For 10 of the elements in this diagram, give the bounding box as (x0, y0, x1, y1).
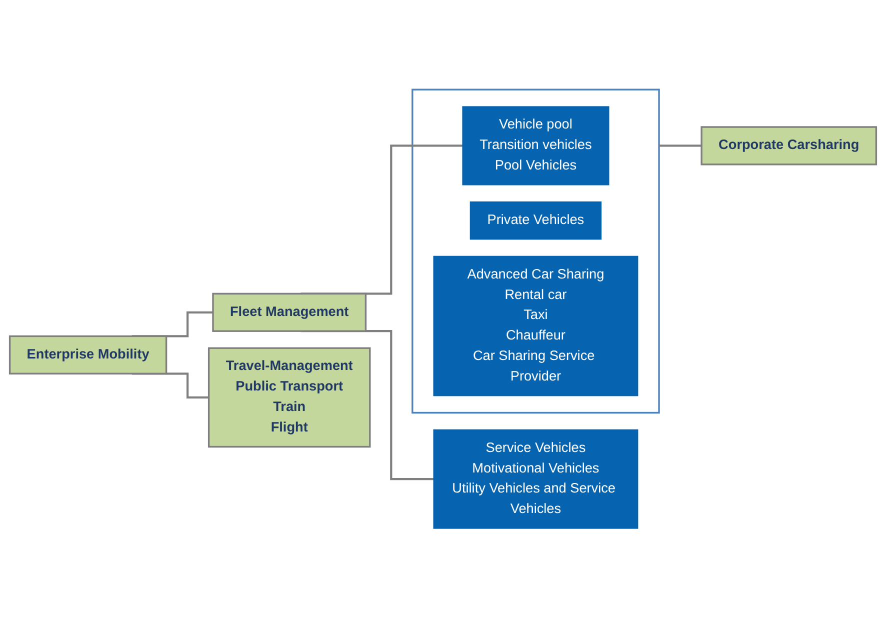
node-box: Private Vehicles (470, 200, 602, 240)
node-box: Vehicle pool Transition vehicles Pool Vehicles (462, 106, 610, 185)
node-box: Corporate Carsharing (700, 126, 878, 165)
connector (659, 144, 703, 146)
cluster (412, 88, 660, 414)
node-box: Enterprise Mobility (8, 334, 168, 374)
node-box: Advanced Car Sharing Rental car Taxi Chauffeur Car Sharing Service Provider (433, 255, 638, 396)
node-box: Travel-Management Public Transport Train Flight (208, 346, 371, 448)
node-box: Fleet Management (212, 292, 367, 332)
node-box: Service Vehicles Motivational Vehicles Utility Vehicles and Service Vehicles (433, 428, 638, 528)
